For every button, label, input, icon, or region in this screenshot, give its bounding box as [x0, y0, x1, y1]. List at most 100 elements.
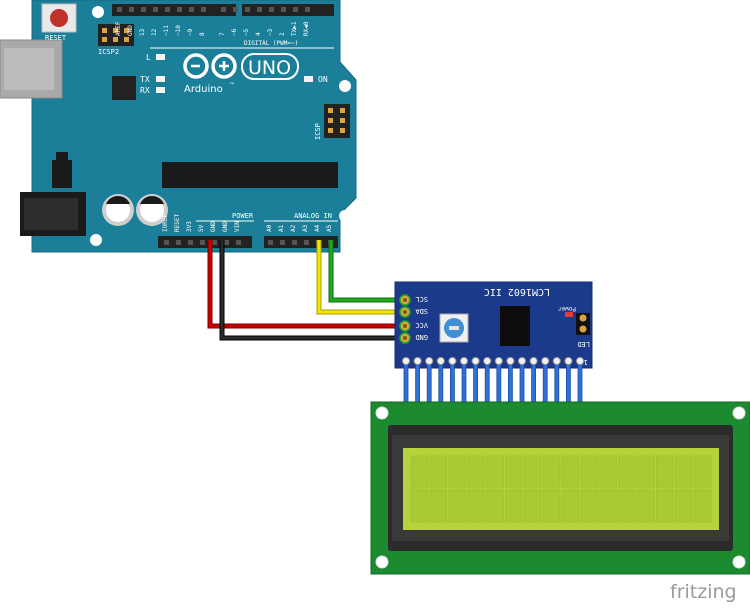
logo-uno-text: UNO	[248, 57, 291, 79]
pcf8574-chip	[500, 306, 530, 346]
connector-pin-pad	[413, 356, 422, 366]
lcd-cell	[580, 489, 599, 523]
connector-pin-pad	[564, 356, 573, 366]
lcd-cell	[448, 455, 466, 489]
led-rx	[156, 87, 165, 93]
mount-hole	[375, 406, 389, 420]
connector-pin-pad	[436, 356, 445, 366]
led-l	[156, 54, 165, 60]
lcd-cell	[523, 455, 542, 489]
lcd-cell	[486, 489, 504, 523]
led-rx-label: RX	[140, 86, 150, 95]
mount-hole	[732, 555, 746, 569]
lcd-cell	[486, 455, 504, 489]
pin-hole	[224, 240, 229, 245]
logo-tm-text: ™	[229, 82, 235, 89]
connector-pin-pad	[448, 356, 457, 366]
connector-pin-pad	[494, 356, 503, 366]
power-pin-label: IOREF	[162, 214, 169, 232]
power-pin-label: 3V3	[186, 221, 193, 232]
digital-pin-label: ~6	[231, 28, 238, 36]
digital-pin-label: 12	[151, 28, 158, 36]
pin-hole	[281, 7, 286, 12]
mount-hole	[90, 234, 102, 246]
i2c-pin-label: SCL	[415, 295, 428, 303]
lcd-cell	[448, 489, 466, 523]
connector-pin-pad	[552, 356, 561, 366]
pin-hole	[165, 7, 170, 12]
pin-hole	[189, 7, 194, 12]
i2c-pcb	[394, 281, 593, 369]
lcd-cell	[618, 455, 636, 489]
power-led-label: Power	[558, 305, 576, 312]
power-pin-label: VIN	[234, 221, 241, 232]
pin-hole	[233, 7, 238, 12]
digital-pin-label: ~10	[175, 25, 182, 36]
digital-pin-label: 7	[219, 32, 226, 36]
pin-hole	[268, 240, 273, 245]
arduino-logo: UNO Arduino ™	[183, 53, 299, 95]
analog-pin-label: A5	[326, 224, 333, 232]
lcd-cell	[656, 455, 674, 489]
led-jumper[interactable]	[576, 313, 590, 335]
lcd-cell	[410, 489, 429, 523]
digital-header	[112, 4, 334, 16]
icsp2-label: ICSP2	[98, 48, 119, 56]
connector-pin-pad	[541, 356, 550, 366]
pin-hole	[304, 240, 309, 245]
reset-button-cap[interactable]	[50, 9, 68, 27]
connector-pin-pad	[401, 356, 411, 366]
i2c-title: LCM1602 IIC	[484, 286, 550, 297]
digital-pin-label: TX▶1	[291, 21, 298, 36]
connector-pin-pad	[517, 356, 527, 366]
lcd-cell	[637, 455, 655, 489]
wires	[207, 240, 400, 341]
usb-chip	[112, 76, 136, 100]
power-pin-label: GND	[210, 221, 217, 232]
power-header	[158, 236, 252, 248]
digital-pin-label: 4	[255, 32, 262, 36]
lcd-cell	[580, 455, 599, 489]
voltage-regulator-tab	[56, 152, 68, 160]
wire-gnd	[219, 240, 400, 341]
lcd-character-grid	[410, 455, 712, 523]
lcd-cell	[410, 455, 429, 489]
lcd-cell	[637, 489, 655, 523]
lcd-cell	[618, 489, 636, 523]
pin-hole	[188, 240, 193, 245]
led-tx-label: TX	[140, 75, 150, 84]
fritzing-watermark: fritzing	[670, 581, 737, 603]
lcd-cell	[561, 489, 580, 523]
analog-header-label: ANALOG IN	[294, 212, 332, 220]
i2c-pin-center	[403, 336, 407, 340]
connector-pin-pad	[425, 356, 434, 366]
atmega-chip	[162, 162, 338, 188]
pin-hole	[117, 7, 122, 12]
logo-brand-text: Arduino	[184, 84, 223, 95]
pin-hole	[177, 7, 182, 12]
pin-hole	[141, 7, 146, 12]
wire-gnd	[220, 240, 400, 340]
digital-pin-label: 8	[199, 32, 206, 36]
icsp-label: ICSP	[314, 123, 322, 140]
pin-hole	[153, 7, 158, 12]
mount-hole	[92, 6, 104, 18]
usb-connector-inner	[4, 48, 54, 90]
mount-hole	[375, 555, 389, 569]
connector-pin-pad	[575, 356, 585, 366]
pin-hole	[221, 7, 226, 12]
mount-hole	[339, 210, 351, 222]
dc-jack-barrel	[24, 198, 78, 230]
lcd-cell	[599, 489, 617, 523]
power-led	[565, 312, 573, 317]
analog-pin-label: A0	[266, 224, 273, 232]
pin-hole	[176, 240, 181, 245]
connector-pin-pad	[471, 356, 480, 366]
pin-hole	[245, 7, 250, 12]
i2c-pin-center	[403, 324, 407, 328]
voltage-regulator	[52, 160, 72, 188]
lcd-cell	[542, 455, 561, 489]
lcd-cell	[693, 489, 712, 523]
